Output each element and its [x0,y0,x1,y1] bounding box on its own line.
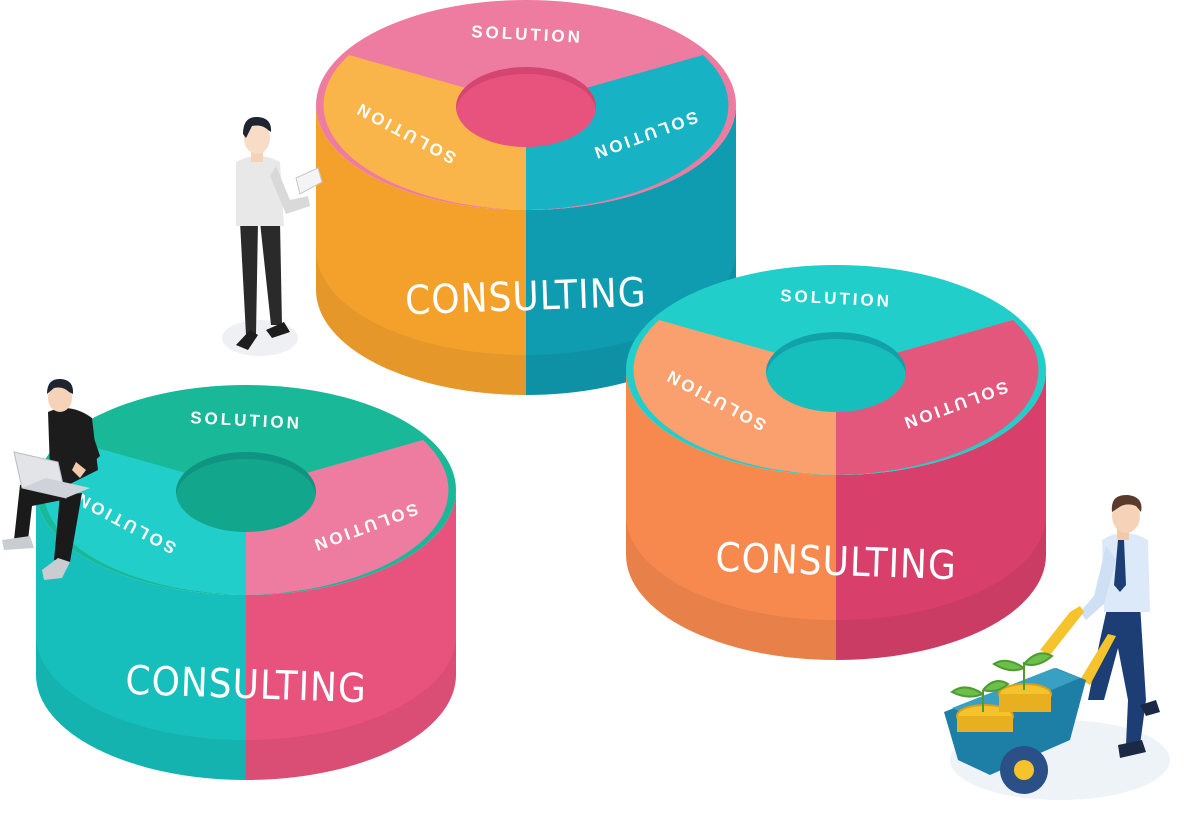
coin-stack-body-2 [999,694,1051,712]
man-with-wheelbarrow-hair [1111,494,1142,512]
wheelbarrow-handle [1040,606,1084,655]
man-with-tablet-shoes [236,322,290,350]
cylinder-top-hole-rim [456,67,596,112]
wheelbarrow-wheel-hub [1014,760,1034,780]
man-with-laptop-head [48,384,72,412]
man-with-wheelbarrow-tie [1114,540,1126,592]
cylinder-right-hole [766,332,906,412]
plant-icon-2 [992,652,1054,690]
cylinder-right-shade [626,515,1046,660]
man-with-tablet-shadow [222,320,298,356]
man-with-tablet-hair [243,116,272,138]
cylinder-right-side-right [836,370,1046,660]
man-with-tablet [222,116,323,356]
man-with-wheelbarrow-arm [1080,546,1116,620]
man-with-wheelbarrow-head [1112,499,1140,533]
man-with-wheelbarrow-shoes [1118,700,1160,758]
cylinder-left: CONSULTING SOLUTION SOLUTION SOLUTION [36,385,456,780]
cylinder-left-shade [36,635,456,780]
man-with-tablet-legs [240,222,282,335]
man-with-laptop-legs [14,478,82,562]
cylinder-top-side-left [316,105,526,395]
coin-stack-body [957,716,1013,732]
man-with-laptop-shoes [2,536,70,580]
man-with-laptop-hair [47,378,74,394]
man-with-tablet-arm [270,166,310,214]
man-with-wheelbarrow [944,494,1170,800]
cylinder-left-side-right [246,490,456,780]
cylinder-right: CONSULTING SOLUTION SOLUTION SOLUTION [626,265,1046,660]
cylinder-left-label: CONSULTING [125,658,368,712]
cylinder-top-hole [456,67,596,147]
man-with-wheelbarrow-legs [1088,604,1146,745]
man-with-tablet-head [244,122,270,154]
man-with-laptop-arm [76,420,100,470]
cylinder-right-hole-rim [766,332,906,377]
laptop-base [22,478,90,498]
cylinder-left-hole-rim [176,452,316,497]
tablet-icon [295,167,323,195]
man-with-laptop-hand [72,462,86,478]
cylinder-top-label: CONSULTING [404,270,647,324]
cylinder-left-hole [176,452,316,532]
man-with-laptop [2,378,100,580]
plant-icon [950,680,1010,712]
wheelbarrow-handle-right [1080,634,1116,685]
man-with-wheelbarrow-torso [1102,533,1150,612]
cylinder-right-label: CONSULTING [715,535,958,589]
cylinder-right-side-left [626,370,836,660]
cylinder-top: CONSULTING SOLUTION SOLUTION SOLUTION [316,0,736,395]
cylinder-left-side-left [36,490,246,780]
